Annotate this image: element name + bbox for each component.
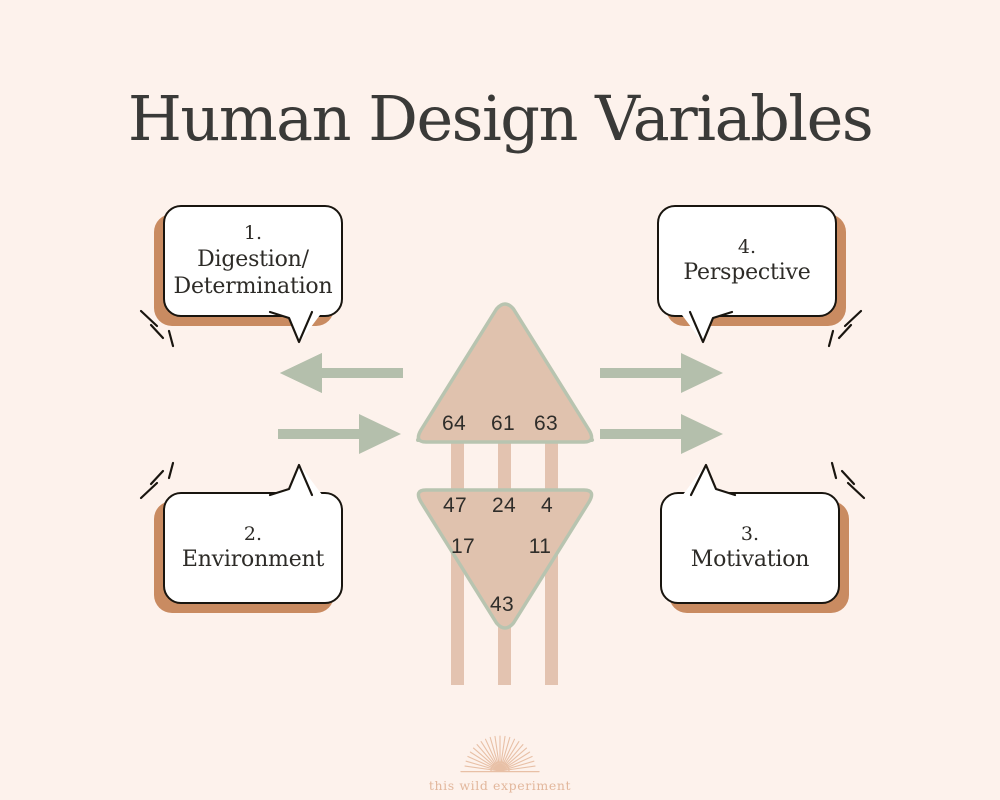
bubble-environment[interactable]: 2. Environment	[139, 461, 343, 613]
bubble-number: 2.	[243, 522, 263, 545]
gate-43: 43	[490, 593, 514, 616]
upper-triangle-rounded	[416, 302, 594, 444]
arrow-right-upper	[600, 353, 723, 393]
bubble-label: Motivation	[690, 547, 810, 573]
sunburst-icon	[460, 735, 540, 773]
bubble-label: Environment	[181, 547, 325, 573]
lower-triangle	[416, 488, 594, 630]
logo-text: this wild experiment	[428, 778, 572, 793]
bubble-box: 2. Environment	[163, 492, 343, 604]
bubble-perspective[interactable]: 4. Perspective	[657, 205, 863, 348]
bubble-number: 4.	[737, 235, 757, 258]
arrow-left-lower	[278, 414, 401, 454]
gate-24: 24	[492, 494, 516, 517]
bubble-box: 4. Perspective	[657, 205, 837, 317]
bubble-label: Perspective	[683, 260, 811, 286]
bubble-box: 1. Digestion/ Determination	[163, 205, 343, 317]
page-title: Human Design Variables	[127, 82, 874, 155]
arrow-right-lower	[600, 414, 723, 454]
bubble-motivation[interactable]: 3. Motivation	[660, 461, 866, 613]
bubble-digestion-determination[interactable]: 1. Digestion/ Determination	[139, 205, 343, 348]
gate-17: 17	[451, 535, 475, 558]
bubble-number: 1.	[243, 222, 263, 245]
gate-64: 64	[442, 412, 466, 435]
gate-61: 61	[491, 412, 515, 435]
gate-47: 47	[443, 494, 467, 517]
bubble-label: Digestion/ Determination	[173, 246, 333, 299]
bubble-box: 3. Motivation	[660, 492, 840, 604]
gate-4: 4	[541, 494, 553, 517]
arrow-left-upper	[280, 353, 403, 393]
gate-63: 63	[534, 412, 558, 435]
brand-logo: this wild experiment	[0, 733, 1000, 793]
human-design-center-figure: 64 61 63 47 24 4 17 11 43	[400, 295, 610, 695]
gate-11: 11	[528, 535, 552, 558]
bubble-number: 3.	[740, 522, 760, 545]
